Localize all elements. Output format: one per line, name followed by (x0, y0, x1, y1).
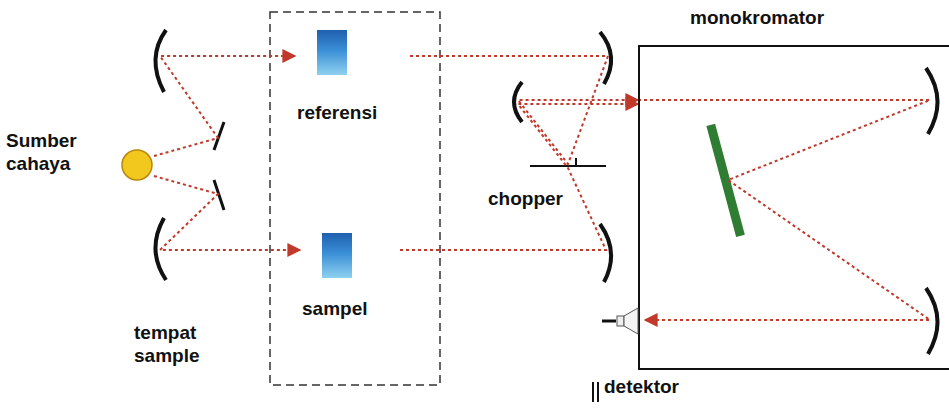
light-beam (400, 104, 638, 250)
cuvette-holder: referensi (295, 28, 410, 138)
lamp-symbol (120, 148, 154, 182)
chopper-axis (575, 158, 577, 166)
diffraction-grating (706, 124, 744, 237)
cuvette-holder: sampel (300, 228, 400, 336)
detector: detektor (600, 306, 645, 336)
curved-mirror (600, 32, 611, 84)
flat-mirror (214, 180, 224, 210)
detector-mark (597, 382, 599, 402)
part-label: chopper (488, 188, 578, 211)
node-label: monokromator (690, 7, 824, 30)
detector-symbol (600, 306, 645, 336)
detector-mark (592, 382, 594, 402)
light-beam (154, 56, 295, 156)
part-label: tempat sample (134, 322, 234, 368)
node-label: referensi (297, 102, 377, 125)
light-beam (638, 100, 930, 320)
light-beam (154, 176, 300, 250)
cuvette (317, 30, 347, 75)
cuvette (322, 233, 352, 278)
sample-compartment (270, 12, 440, 385)
node-label: sampel (302, 298, 367, 321)
node-label: detektor (604, 376, 679, 399)
node-label: Sumber cahaya (6, 130, 88, 176)
curved-mirror (155, 30, 166, 92)
flat-mirror (214, 122, 224, 150)
curved-mirror (600, 224, 611, 282)
light-source: Sumber cahaya (4, 126, 154, 206)
monochromator-box: monokromator (638, 45, 949, 370)
light-beam (410, 56, 638, 164)
